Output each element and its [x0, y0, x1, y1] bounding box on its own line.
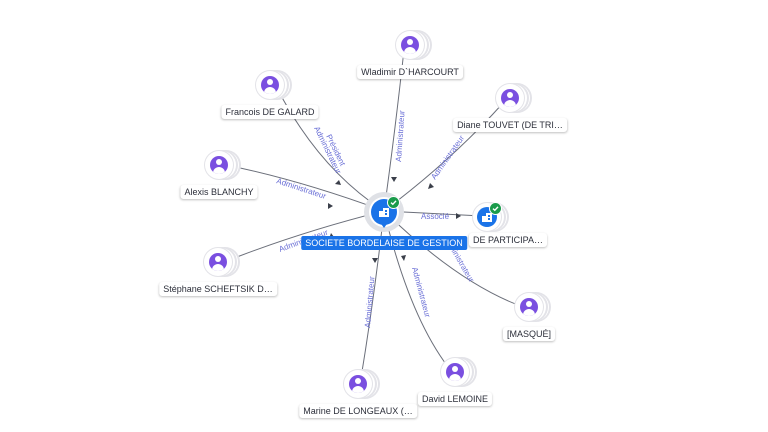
- verified-check-icon: [388, 197, 399, 208]
- arrow-diane: [428, 183, 434, 189]
- node-label[interactable]: [MASQUÉ]: [502, 327, 556, 341]
- person-icon: [261, 76, 279, 94]
- person-icon: [209, 253, 227, 271]
- node-label[interactable]: Stéphane SCHEFTSIK D…: [159, 282, 277, 296]
- person-icon: [446, 363, 464, 381]
- edge-masque: [383, 210, 527, 309]
- arrow-david: [401, 255, 406, 261]
- edge-label-company: Associé: [421, 212, 450, 221]
- building-icon: [482, 213, 492, 222]
- arrow-francois: [335, 180, 341, 185]
- person-icon: [401, 36, 419, 54]
- edge-label-david: Administrateur: [410, 266, 432, 318]
- building-icon: [379, 208, 389, 217]
- node-label[interactable]: David LEMOINE: [417, 392, 493, 406]
- person-icon: [210, 156, 228, 174]
- node-label[interactable]: Francois DE GALARD: [221, 105, 319, 119]
- node-label[interactable]: Marine DE LONGEAUX (…: [299, 404, 417, 418]
- arrow-wladimir: [391, 177, 397, 182]
- edge-label-marine: Administrateur: [363, 276, 376, 328]
- edge-marine: [359, 210, 385, 385]
- person-icon: [520, 298, 538, 316]
- node-label[interactable]: Alexis BLANCHY: [180, 185, 258, 199]
- node-label[interactable]: Wladimir D`HARCOURT: [357, 65, 463, 79]
- edge-label-wladimir: Administrateur: [394, 110, 407, 162]
- person-icon: [349, 375, 367, 393]
- arrow-company: [456, 213, 461, 219]
- node-label[interactable]: Diane TOUVET (DE TRI…: [453, 118, 567, 132]
- verified-check-icon: [490, 203, 501, 214]
- person-icon: [501, 89, 519, 107]
- center-label[interactable]: SOCIETE BORDELAISE DE GESTION: [301, 236, 467, 250]
- node-label[interactable]: DE PARTICIPA…: [468, 233, 548, 247]
- center-pin-tail: [379, 221, 389, 228]
- arrow-marine: [372, 258, 378, 263]
- arrow-alexis: [328, 203, 333, 209]
- edge-label-diane: Administrateur: [429, 133, 466, 181]
